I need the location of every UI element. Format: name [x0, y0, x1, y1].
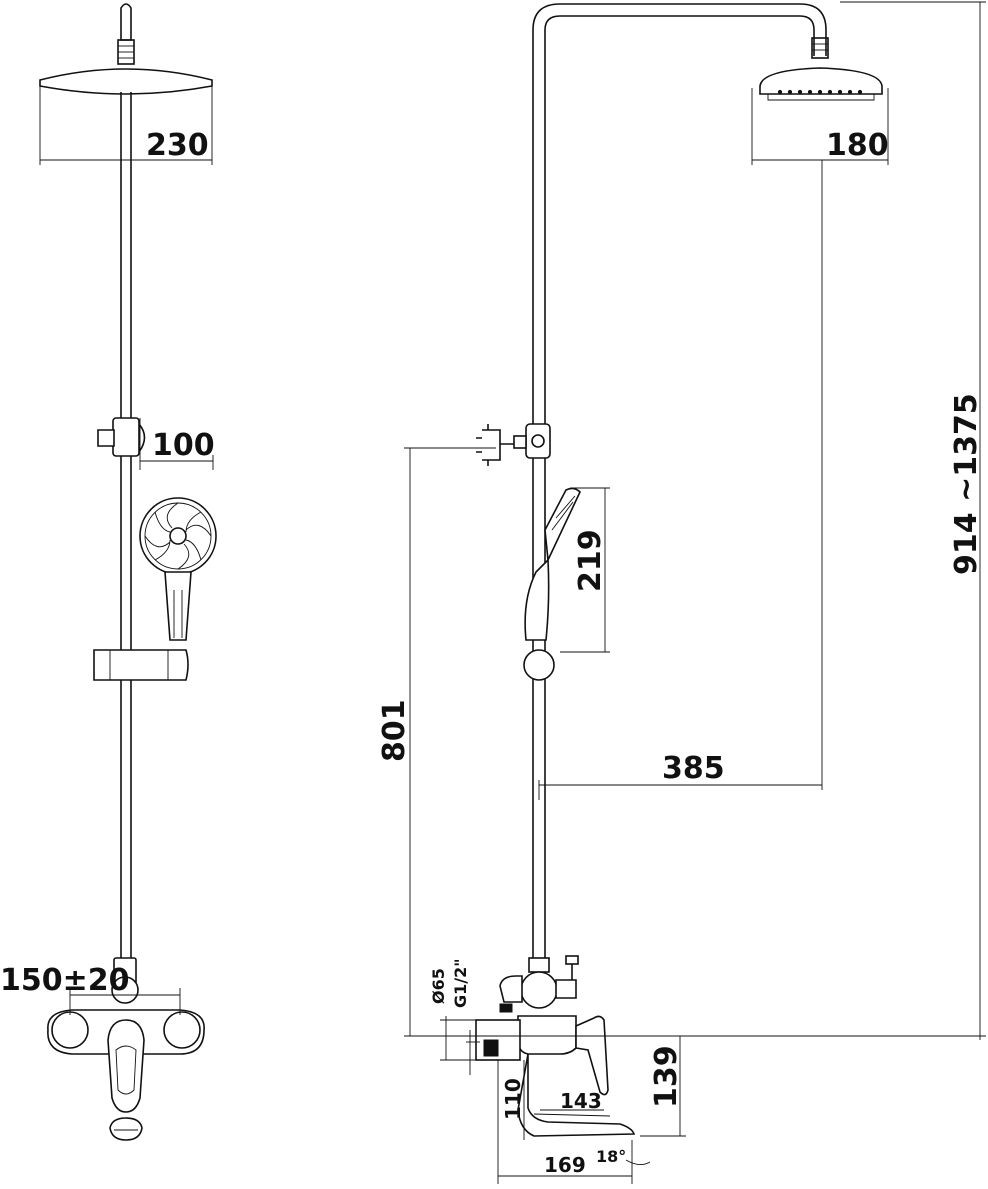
dim-mixer-center-distance: 150±20: [0, 963, 130, 998]
dim-arm-reach: 385: [662, 751, 725, 786]
mixer-side: [475, 955, 636, 1137]
dim-total-height: 914 ~1375: [949, 393, 984, 575]
side-dimensions: [404, 1, 986, 1184]
front-view: [39, 3, 217, 1141]
hand-shower-side: [523, 487, 581, 681]
side-view: [475, 3, 883, 1137]
dim-mixer-height: 110: [501, 1078, 525, 1120]
dim-thread-size: G1/2": [451, 958, 470, 1008]
dim-head-width-large: 230: [146, 128, 209, 163]
dim-handle-height: 801: [377, 699, 412, 762]
dim-spout-length: 143: [560, 1089, 602, 1113]
mixer-front: [47, 957, 205, 1141]
dim-outlet-diameter: Ø65: [429, 968, 448, 1004]
rain-shower-head-large: [39, 68, 213, 165]
slide-bar-holder: [93, 649, 189, 681]
dim-hand-shower-length: 219: [573, 529, 608, 592]
dim-spout-reach: 169: [544, 1153, 586, 1177]
hand-shower-front: [139, 497, 217, 641]
side-holder: [476, 423, 551, 466]
dim-spout-angle: 18°: [596, 1147, 626, 1166]
front-dimensions: [69, 418, 214, 1015]
dim-hand-shower-width: 100: [152, 428, 215, 463]
hand-shower-holder: [97, 417, 146, 457]
dim-spout-height: 139: [649, 1045, 684, 1108]
rain-shower-head-small: [759, 67, 883, 101]
dim-head-width-small: 180: [826, 128, 889, 163]
